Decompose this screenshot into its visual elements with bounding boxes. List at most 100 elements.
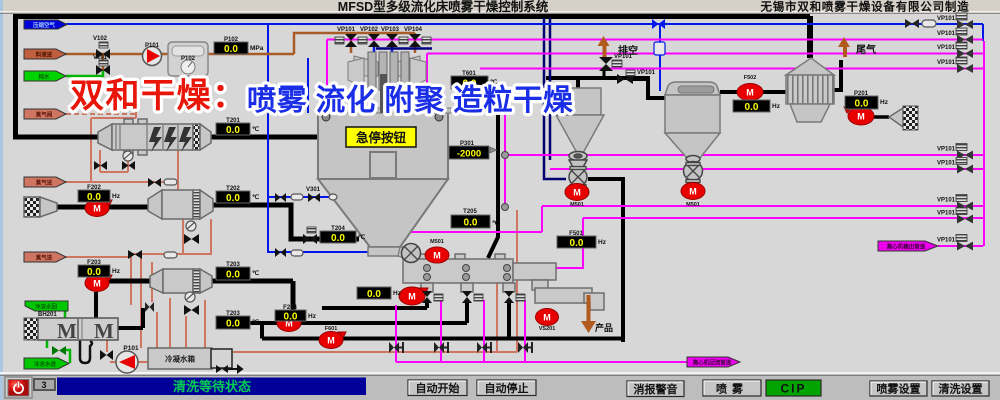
svg-text:P201: P201 <box>854 91 869 97</box>
svg-text:M: M <box>93 204 101 214</box>
svg-text:VP101: VP101 <box>337 27 356 33</box>
svg-text:0.0: 0.0 <box>87 192 101 203</box>
svg-text:0.0: 0.0 <box>464 218 478 229</box>
svg-text:蒸气阀: 蒸气阀 <box>35 111 53 119</box>
svg-text:双和干燥：: 双和干燥： <box>70 77 248 115</box>
svg-text:无锡市双和喷雾干燥设备有限公司制造: 无锡市双和喷雾干燥设备有限公司制造 <box>759 0 969 14</box>
svg-text:V102: V102 <box>93 36 108 42</box>
svg-text:0.0: 0.0 <box>855 99 869 110</box>
svg-text:VP101: VP101 <box>937 198 956 204</box>
svg-text:0.0: 0.0 <box>745 102 759 113</box>
svg-text:Hz: Hz <box>598 239 607 246</box>
svg-text:℃: ℃ <box>252 318 260 326</box>
svg-text:℃: ℃ <box>252 269 260 277</box>
svg-text:M: M <box>94 319 114 343</box>
svg-text:3: 3 <box>41 380 46 390</box>
svg-text:VP201: VP201 <box>404 306 421 312</box>
svg-text:0.0: 0.0 <box>224 44 238 55</box>
svg-text:尾气: 尾气 <box>856 43 876 56</box>
svg-text:T201: T201 <box>226 118 240 124</box>
svg-text:喷雾设置: 喷雾设置 <box>877 382 921 396</box>
svg-text:Hz: Hz <box>393 290 402 297</box>
svg-text:Hz: Hz <box>112 193 121 200</box>
svg-text:℃: ℃ <box>252 193 260 201</box>
svg-text:VP104: VP104 <box>404 27 423 33</box>
svg-text:离心机回流管道: 离心机回流管道 <box>693 359 732 367</box>
svg-text:M: M <box>57 319 77 343</box>
svg-text:M: M <box>285 319 293 329</box>
svg-text:Hz: Hz <box>772 103 781 110</box>
svg-text:纯水: 纯水 <box>38 73 50 81</box>
svg-text:℃: ℃ <box>490 78 498 86</box>
svg-text:VS201: VS201 <box>539 326 556 332</box>
svg-text:VP101: VP101 <box>937 60 956 66</box>
svg-text:0.0: 0.0 <box>226 270 240 281</box>
svg-text:T601: T601 <box>462 71 476 77</box>
svg-text:产品: 产品 <box>595 322 613 333</box>
svg-text:VP102: VP102 <box>360 27 379 33</box>
svg-text:VP101: VP101 <box>937 147 956 153</box>
svg-text:M501: M501 <box>686 202 700 208</box>
svg-text:F501: F501 <box>569 231 583 237</box>
svg-text:0.0: 0.0 <box>570 238 584 249</box>
svg-text:0.0: 0.0 <box>226 193 240 204</box>
svg-text:排空: 排空 <box>618 44 638 57</box>
svg-text:P101: P101 <box>123 345 139 352</box>
svg-text:F502: F502 <box>744 75 757 81</box>
svg-text:自动停止: 自动停止 <box>485 381 529 395</box>
svg-text:急停按钮: 急停按钮 <box>356 130 407 145</box>
svg-text:M: M <box>408 292 416 302</box>
svg-text:VP103: VP103 <box>381 27 400 33</box>
svg-text:F203: F203 <box>87 260 101 266</box>
svg-text:V101: V101 <box>93 55 108 61</box>
svg-text:0.0: 0.0 <box>284 312 298 323</box>
svg-text:℃: ℃ <box>492 219 500 227</box>
svg-text:VP101: VP101 <box>937 211 956 217</box>
svg-text:VP101: VP101 <box>937 31 956 37</box>
svg-text:P102: P102 <box>224 37 239 43</box>
svg-text:喷雾: 喷雾 <box>716 382 748 396</box>
svg-text:M: M <box>689 187 697 197</box>
svg-text:M: M <box>433 251 441 261</box>
svg-text:消报警音: 消报警音 <box>634 382 678 396</box>
svg-text:F202: F202 <box>87 185 101 191</box>
svg-text:清洗设置: 清洗设置 <box>939 382 983 396</box>
svg-text:M: M <box>327 336 335 346</box>
svg-text:M: M <box>857 112 865 122</box>
svg-text:压缩空气: 压缩空气 <box>33 21 56 29</box>
svg-text:M: M <box>746 88 754 98</box>
svg-text:℃: ℃ <box>358 233 366 241</box>
svg-text:CIP: CIP <box>780 382 806 396</box>
svg-text:M501: M501 <box>430 239 444 245</box>
svg-text:VP101: VP101 <box>937 45 956 51</box>
svg-text:蒸气进: 蒸气进 <box>35 179 53 187</box>
svg-text:0.0: 0.0 <box>463 79 477 90</box>
svg-text:M: M <box>93 279 101 289</box>
svg-text:VP101: VP101 <box>637 70 656 76</box>
svg-text:清洗等待状态: 清洗等待状态 <box>173 379 251 394</box>
svg-text:Hz: Hz <box>880 99 889 106</box>
svg-text:F601: F601 <box>325 326 338 332</box>
svg-text:VP101: VP101 <box>937 238 956 244</box>
svg-text:V301: V301 <box>306 187 321 193</box>
svg-text:VP101: VP101 <box>937 161 956 167</box>
svg-text:-2000: -2000 <box>457 149 481 160</box>
svg-text:喷雾 流化 附聚 造粒干燥: 喷雾 流化 附聚 造粒干燥 <box>247 83 573 117</box>
svg-text:0.0: 0.0 <box>87 267 101 278</box>
svg-text:P102: P102 <box>181 56 196 62</box>
svg-text:冷冻水进: 冷冻水进 <box>34 360 57 368</box>
svg-text:VP101: VP101 <box>937 16 956 22</box>
svg-text:0.0: 0.0 <box>226 319 240 330</box>
svg-text:冷冻水回: 冷冻水回 <box>35 303 58 311</box>
svg-text:0.0: 0.0 <box>226 125 240 136</box>
svg-text:T204: T204 <box>331 226 345 232</box>
svg-text:离心机输出管道: 离心机输出管道 <box>887 243 926 251</box>
svg-text:M501: M501 <box>570 202 584 208</box>
svg-text:0.0: 0.0 <box>367 289 381 300</box>
svg-text:MPa: MPa <box>250 45 264 52</box>
svg-text:Hz: Hz <box>308 313 317 320</box>
svg-text:T205: T205 <box>463 209 477 215</box>
svg-text:M: M <box>573 188 581 198</box>
svg-text:T203: T203 <box>226 311 240 317</box>
svg-text:MFSD型多级流化床喷雾干燥控制系统: MFSD型多级流化床喷雾干燥控制系统 <box>338 0 549 14</box>
